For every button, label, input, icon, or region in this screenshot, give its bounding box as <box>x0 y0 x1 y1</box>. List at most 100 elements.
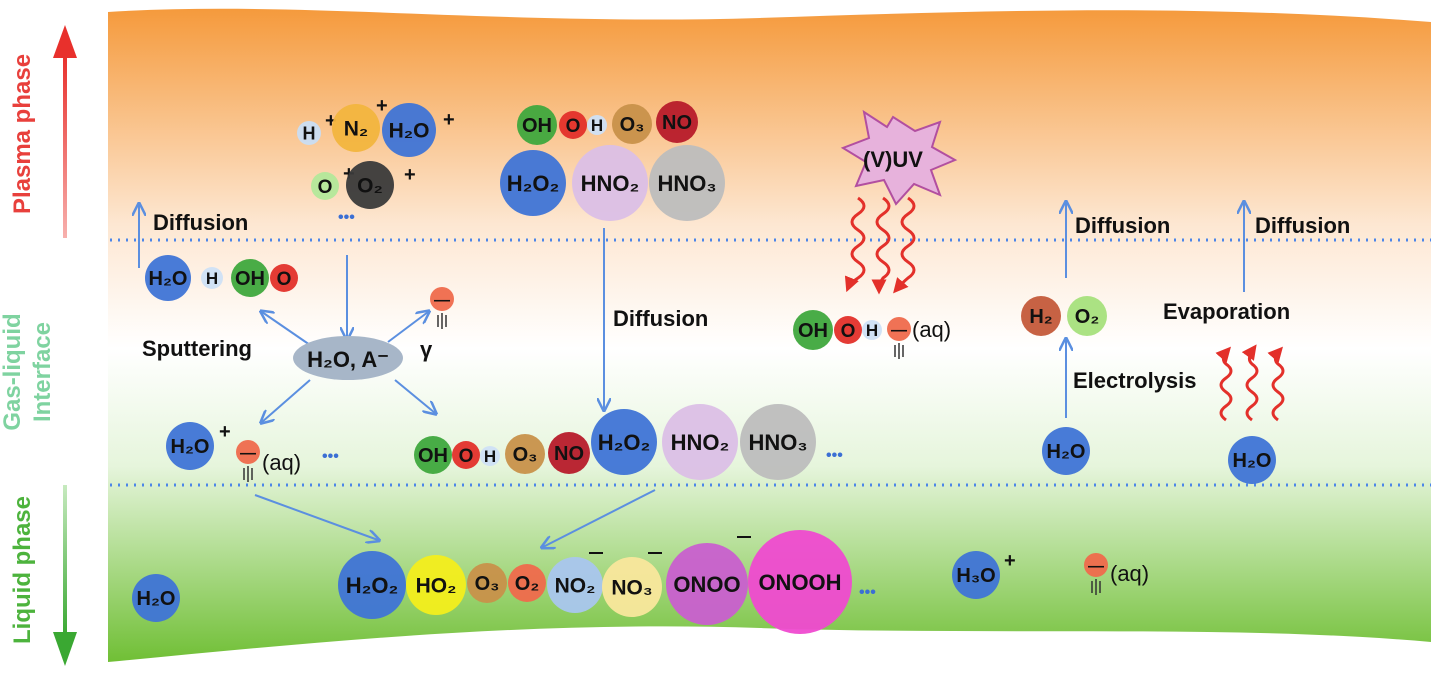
iface-h2o-circle <box>145 255 191 301</box>
vuv-burst-icon <box>840 109 958 206</box>
liquid-phase-label: Liquid phase <box>9 496 36 644</box>
liquid-no3-circle <box>602 557 662 617</box>
ion-o2-charge: + <box>404 164 416 186</box>
h2o-anion-label: H₂O, A⁻ <box>307 347 389 372</box>
molecule-plasma-hno3: HNO₃ <box>649 145 725 221</box>
plasma-no-label: NO <box>662 112 692 134</box>
aq-label-uv: (aq) <box>912 317 951 342</box>
diffusion-label-left: Diffusion <box>153 210 248 235</box>
iface2-hno3-label: HNO₃ <box>748 430 807 455</box>
molecule-plasma-o: O <box>559 111 587 139</box>
molecule-electron-gamma: — <box>430 287 454 311</box>
iface-h2o-right1-label: H₂O <box>1047 441 1086 463</box>
electron-tail-liquid <box>1091 579 1101 595</box>
molecule-uv-o: O <box>834 316 862 344</box>
molecule-iface-electron: — <box>236 440 260 464</box>
ion-o-label: O <box>318 177 333 198</box>
iface2-h2o2-circle <box>591 409 657 475</box>
electrolysis-o2-label: O₂ <box>1075 306 1099 328</box>
diffusion-label-center: Diffusion <box>613 306 708 331</box>
molecule-liquid-ho2: HO₂ <box>406 555 466 615</box>
ion-o2-circle <box>346 161 394 209</box>
plasma-o3-label: O₃ <box>620 114 645 136</box>
liquid-no2-label: NO₂ <box>555 575 596 598</box>
iface-o-label: O <box>277 269 292 290</box>
ion-h-charge: + <box>325 110 337 132</box>
molecule-liquid-o3: O₃ <box>467 563 507 603</box>
molecule-uv-h: H <box>862 320 882 340</box>
iface2-o3-circle <box>505 434 545 474</box>
liquid-onooh-label: ONOOH <box>758 570 841 595</box>
uv-oh-circle <box>793 310 833 350</box>
molecule-ion-n2: N₂+ <box>332 95 388 152</box>
interface-label-line1: Gas-liquid <box>0 313 26 430</box>
molecule-iface-h2o-right1: H₂O <box>1042 427 1090 475</box>
iface-oh-circle <box>231 259 269 297</box>
molecule-ion-o2: O₂ + <box>346 161 416 209</box>
ion-n2-label: N₂ <box>344 118 369 141</box>
plasma-no-circle <box>656 101 698 143</box>
evaporation-label: Evaporation <box>1163 299 1290 324</box>
sputtering-label: Sputtering <box>142 336 252 361</box>
liquid-no2-circle <box>547 557 603 613</box>
uv-electron-label: — <box>891 322 907 339</box>
molecule-liquid-h3o-ion: H₃O+ <box>952 550 1016 599</box>
diffusion-label-right2: Diffusion <box>1255 213 1350 238</box>
ion-h-label: H <box>303 123 316 143</box>
liquid-o3-label: O₃ <box>475 573 500 595</box>
molecule-plasma-hno2: HNO₂ <box>572 145 648 221</box>
liquid-o3-circle <box>467 563 507 603</box>
liquid-onooh-circle <box>748 530 852 634</box>
molecule-plasma-h: H <box>587 115 607 135</box>
liquid-h2o2-label: H₂O₂ <box>346 573 399 598</box>
liquid-h2o-label: H₂O <box>137 588 176 610</box>
iface-h2o-right2-circle <box>1228 436 1276 484</box>
molecule-iface2-hno2: HNO₂ <box>662 404 738 480</box>
molecule-plasma-no: NO <box>656 101 698 143</box>
plasma-hno2-circle <box>572 145 648 221</box>
molecule-plasma-oh: OH <box>517 105 557 145</box>
molecule-uv-electron: — <box>887 317 911 341</box>
diffusion-label-right1: Diffusion <box>1075 213 1170 238</box>
liquid-h3o-ion-circle <box>952 551 1000 599</box>
liquid-h3o-ion-charge: + <box>1004 550 1016 572</box>
uv-photon-arrows <box>844 196 916 295</box>
evaporation-wave-arrows <box>1215 344 1285 422</box>
plasma-h-circle <box>587 115 607 135</box>
molecule-liquid-no2: NO₂ <box>547 552 603 613</box>
molecule-iface-o: O <box>270 264 298 292</box>
plasma-o-label: O <box>566 116 581 137</box>
ion-n2-circle <box>332 104 380 152</box>
ellipsis-liquid: ••• <box>859 584 876 601</box>
ion-o2-label: O₂ <box>357 175 383 198</box>
molecule-iface-h2o-ion: H₂O+ <box>166 421 231 470</box>
plasma-hno3-circle <box>649 145 725 221</box>
iface-electron-label: — <box>240 445 256 462</box>
plasma-hno2-label: HNO₂ <box>581 171 640 196</box>
iface2-no-label: NO <box>554 443 584 465</box>
liquid-ho2-circle <box>406 555 466 615</box>
gamma-label: γ <box>420 337 433 362</box>
molecule-iface2-h: H <box>480 446 500 466</box>
uv-electron-circle <box>887 317 911 341</box>
iface-oh-label: OH <box>235 268 265 290</box>
ion-o-circle <box>311 172 339 200</box>
molecule-iface-h2o: H₂O <box>145 255 191 301</box>
liquid-o2-circle <box>508 564 546 602</box>
plasma-oh-label: OH <box>522 115 552 137</box>
liquid-phase-arrow <box>53 485 77 666</box>
iface-electron-circle <box>236 440 260 464</box>
iface2-o-circle <box>452 441 480 469</box>
ellipsis-plasma-ions: ••• <box>338 209 355 226</box>
molecule-electrolysis-o2: O₂ <box>1067 296 1107 336</box>
iface-o-circle <box>270 264 298 292</box>
electrolysis-h2-label: H₂ <box>1029 306 1052 328</box>
molecule-liquid-no3: NO₃ <box>602 552 662 617</box>
iface2-hno2-label: HNO₂ <box>671 430 730 455</box>
electrolysis-o2-circle <box>1067 296 1107 336</box>
liquid-onoo-circle <box>666 543 748 625</box>
iface2-no-circle <box>548 432 590 474</box>
plasma-phase-arrow <box>53 25 77 238</box>
iface2-oh-label: OH <box>418 445 448 467</box>
molecule-iface2-no: NO <box>548 432 590 474</box>
